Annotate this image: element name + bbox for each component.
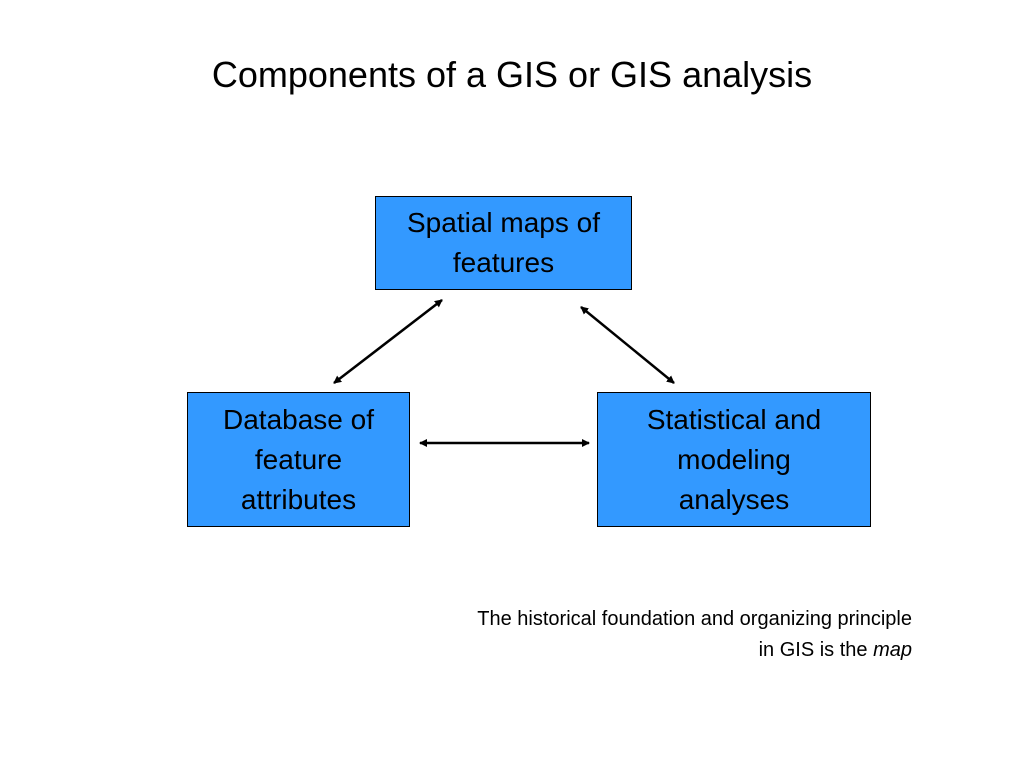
stats-box-line-2: modeling: [677, 443, 791, 475]
spatial-maps-box: Spatial maps of features: [375, 196, 632, 290]
spatial-maps-box-line-2: features: [452, 247, 555, 278]
stats-box-line-3: analyses: [678, 483, 790, 515]
spatial-maps-box-line-1: Spatial maps of: [407, 207, 600, 238]
arrow-spatial-stats: [580, 306, 675, 384]
caption-line-2-text: in GIS is the: [758, 639, 874, 661]
stats-box-line-1: Statistical and: [646, 403, 822, 435]
database-box-line-3: attributes: [240, 483, 357, 515]
arrow-spatial-database: [333, 299, 443, 384]
caption: The historical foundation and organizing…: [312, 604, 912, 666]
database-box: Database of feature attributes: [187, 392, 410, 527]
caption-line-1: The historical foundation and organizing…: [477, 608, 912, 630]
caption-line-2: in GIS is the map: [312, 635, 912, 666]
slide-title: Components of a GIS or GIS analysis: [211, 54, 813, 95]
statistical-analyses-box: Statistical and modeling analyses: [597, 392, 871, 527]
database-box-line-1: Database of: [223, 403, 374, 435]
caption-emphasis-map: map: [873, 639, 912, 661]
database-box-line-2: feature: [254, 443, 343, 475]
